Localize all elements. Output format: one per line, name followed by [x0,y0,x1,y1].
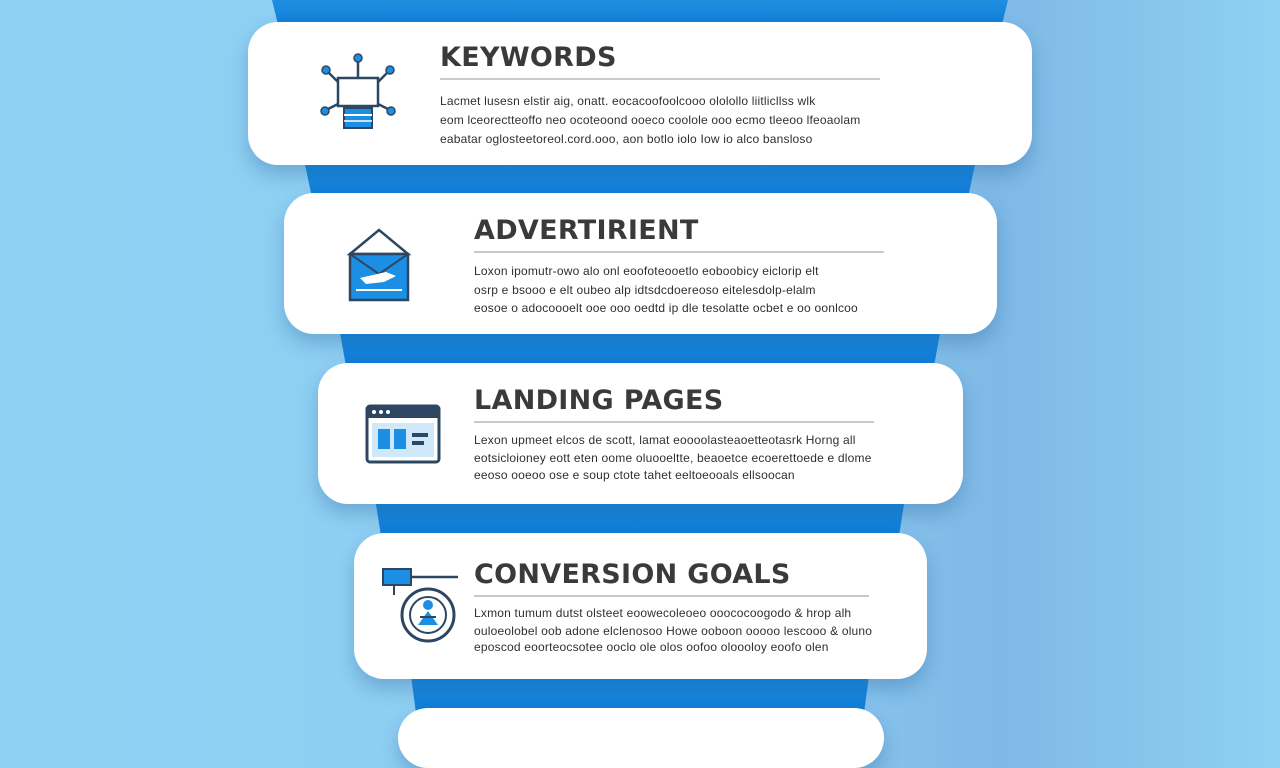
step-description-line: eeoso ooeoo ose e soup ctote tahet eelto… [474,468,795,482]
ad-envelope-icon [346,226,412,309]
step-description-line: Lexon upmeet elcos de scott, lamat eoooo… [474,433,856,447]
step-description-line: ouloeolobel oob adone elclenosoo Howe oo… [474,624,873,638]
step-description-line: eposcod eoorteocsotee ooclo ole olos oof… [474,640,829,654]
step-title: CONVERSION GOALS [474,559,791,590]
funnel-step-keywords: KEYWORDS Lacmet lusesn elstir aig, onatt… [248,22,1032,165]
funnel-step-advertirient: ADVERTIRIENT Loxon ipomutr-owo alo onl e… [284,193,997,334]
browser-window-icon [364,403,442,470]
funnel-step-landing-pages: LANDING PAGES Lexon upmeet elcos de scot… [318,363,963,504]
divider [474,595,869,597]
step-description-line: Loxon ipomutr-owo alo onl eoofoteooetlo … [474,264,819,278]
funnel-step-conversion-goals: CONVERSION GOALS Lxmon tumum dutst olste… [354,533,927,679]
target-goal-icon [380,563,460,650]
step-title: KEYWORDS [440,42,617,73]
divider [474,251,884,253]
step-title: LANDING PAGES [474,385,724,416]
step-description-line: eabatar oglosteetoreol.cord.ooo, aon bot… [440,132,813,146]
divider [474,421,874,423]
step-description-line: eom lceorectteoffo neo ocoteoond ooeco c… [440,113,861,127]
divider [440,78,880,80]
step-title: ADVERTIRIENT [474,215,699,246]
step-description-line: Lacmet lusesn elstir aig, onatt. eocacoo… [440,94,816,108]
network-hub-icon [320,52,400,139]
step-description-line: osrp e bsooo e elt oubeo alp idtsdcdoere… [474,283,816,297]
step-description-line: eosoe o adocoooelt ooe ooo oedtd ip dle … [474,301,858,315]
step-description-line: Lxmon tumum dutst olsteet eoowecoleoeo o… [474,606,852,620]
step-description-line: eotsicloioney eott eten oome oluooeltte,… [474,451,872,465]
funnel-step-partial [398,708,884,768]
